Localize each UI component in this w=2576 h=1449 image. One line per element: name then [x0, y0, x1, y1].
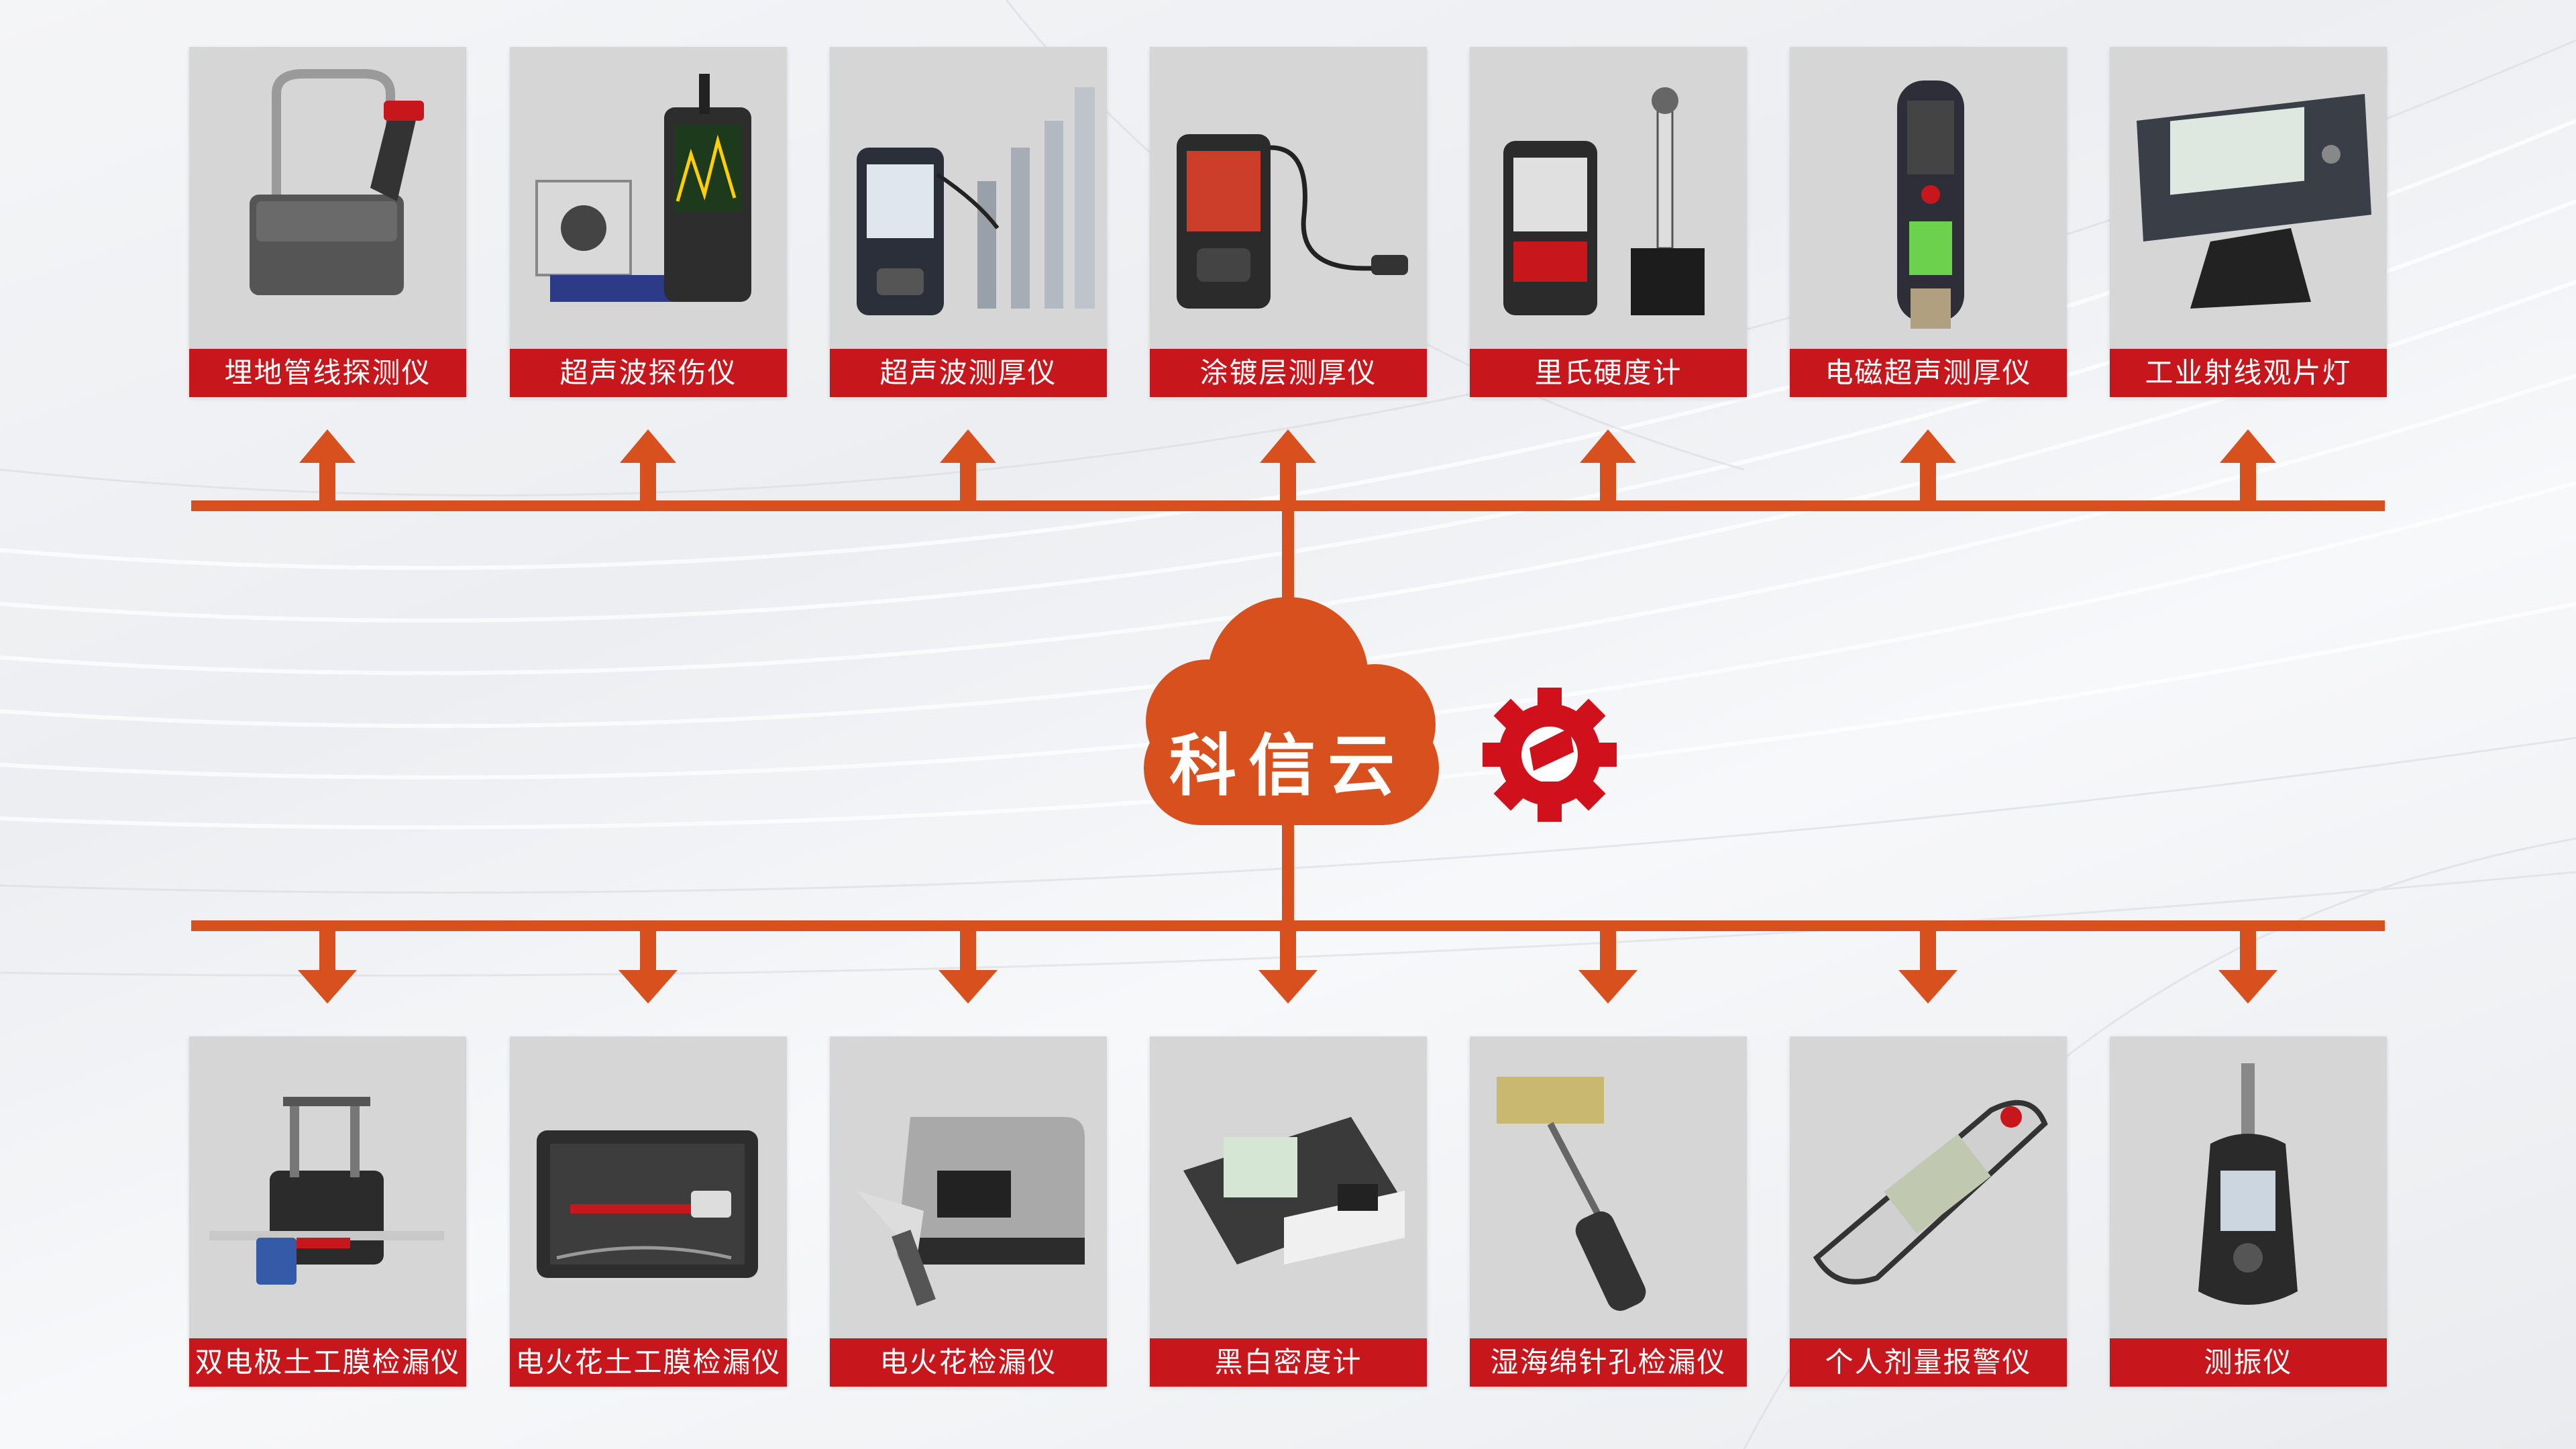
down-arrow [2218, 931, 2277, 1004]
dosimeter-icon [1813, 1099, 2048, 1285]
bottom-device-card-0: 双电极土工膜检漏仪 [189, 1036, 466, 1387]
bottom-device-label: 个人剂量报警仪 [1790, 1338, 2067, 1387]
leeb-hardness-tester-icon [1503, 87, 1705, 315]
bottom-device-label: 黑白密度计 [1150, 1338, 1427, 1387]
bottom-device-card-6: 测振仪 [2110, 1036, 2387, 1387]
ultrasonic-thickness-gauge-icon [857, 87, 1095, 315]
down-arrow [1578, 931, 1638, 1004]
top-device-label: 电磁超声测厚仪 [1790, 349, 2067, 397]
up-arrow [1900, 429, 1956, 500]
top-device-card-1: 超声波探伤仪 [510, 47, 787, 397]
bottom-device-card-5: 个人剂量报警仪 [1790, 1036, 2067, 1387]
cloud-icon [1144, 597, 1439, 825]
up-arrow [299, 429, 356, 500]
center-cloud-label: 科信云 [1169, 727, 1407, 805]
bottom-device-card-1: 电火花土工膜检漏仪 [510, 1036, 787, 1387]
top-device-card-2: 超声波测厚仪 [830, 47, 1107, 397]
up-arrow [1580, 429, 1636, 500]
top-device-card-4: 里氏硬度计 [1470, 47, 1747, 397]
up-arrow [1260, 429, 1316, 500]
down-arrow [298, 931, 357, 1004]
spark-geomembrane-detector-icon [537, 1130, 758, 1278]
top-device-card-5: 电磁超声测厚仪 [1790, 47, 2067, 397]
down-arrow [619, 931, 678, 1004]
emat-thickness-gauge-icon [1897, 80, 1964, 329]
bottom-device-card-3: 黑白密度计 [1150, 1036, 1427, 1387]
bottom-device-label: 电火花检漏仪 [830, 1338, 1107, 1387]
down-arrow [1898, 931, 1957, 1004]
top-device-card-0: 埋地管线探测仪 [189, 47, 466, 397]
down-arrow [1258, 931, 1318, 1004]
pipeline-locator-icon [250, 69, 424, 295]
down-arrow [938, 931, 998, 1004]
top-device-label: 超声波测厚仪 [830, 349, 1107, 397]
dual-electrode-leak-detector-icon [209, 1097, 444, 1285]
up-arrow [2220, 429, 2276, 500]
bottom-arrows [298, 931, 2277, 1004]
company-gear-logo [1483, 688, 1617, 822]
coating-thickness-gauge-icon [1177, 134, 1408, 309]
up-arrow [620, 429, 676, 500]
bottom-device-label: 双电极土工膜检漏仪 [189, 1338, 466, 1387]
top-device-label: 埋地管线探测仪 [189, 349, 466, 397]
top-device-label: 涂镀层测厚仪 [1150, 349, 1427, 397]
top-device-card-3: 涂镀层测厚仪 [1150, 47, 1427, 397]
ultrasonic-flaw-detector-icon [535, 74, 751, 302]
bottom-device-card-4: 湿海绵针孔检漏仪 [1470, 1036, 1747, 1387]
film-viewer-icon [2137, 94, 2371, 309]
bottom-device-card-2: 电火花检漏仪 [830, 1036, 1107, 1387]
bottom-device-label: 湿海绵针孔检漏仪 [1470, 1338, 1747, 1387]
bottom-device-label: 测振仪 [2110, 1338, 2387, 1387]
top-arrows [299, 429, 2276, 500]
up-arrow [940, 429, 996, 500]
top-device-label: 里氏硬度计 [1470, 349, 1747, 397]
top-device-label: 工业射线观片灯 [2110, 349, 2387, 397]
vibration-meter-icon [2198, 1063, 2298, 1305]
top-device-card-6: 工业射线观片灯 [2110, 47, 2387, 397]
densitometer-icon [1183, 1117, 1405, 1265]
wet-sponge-detector-icon [1497, 1077, 1646, 1311]
top-device-label: 超声波探伤仪 [510, 349, 787, 397]
bottom-device-label: 电火花土工膜检漏仪 [510, 1338, 787, 1387]
spark-leak-detector-icon [857, 1117, 1085, 1306]
